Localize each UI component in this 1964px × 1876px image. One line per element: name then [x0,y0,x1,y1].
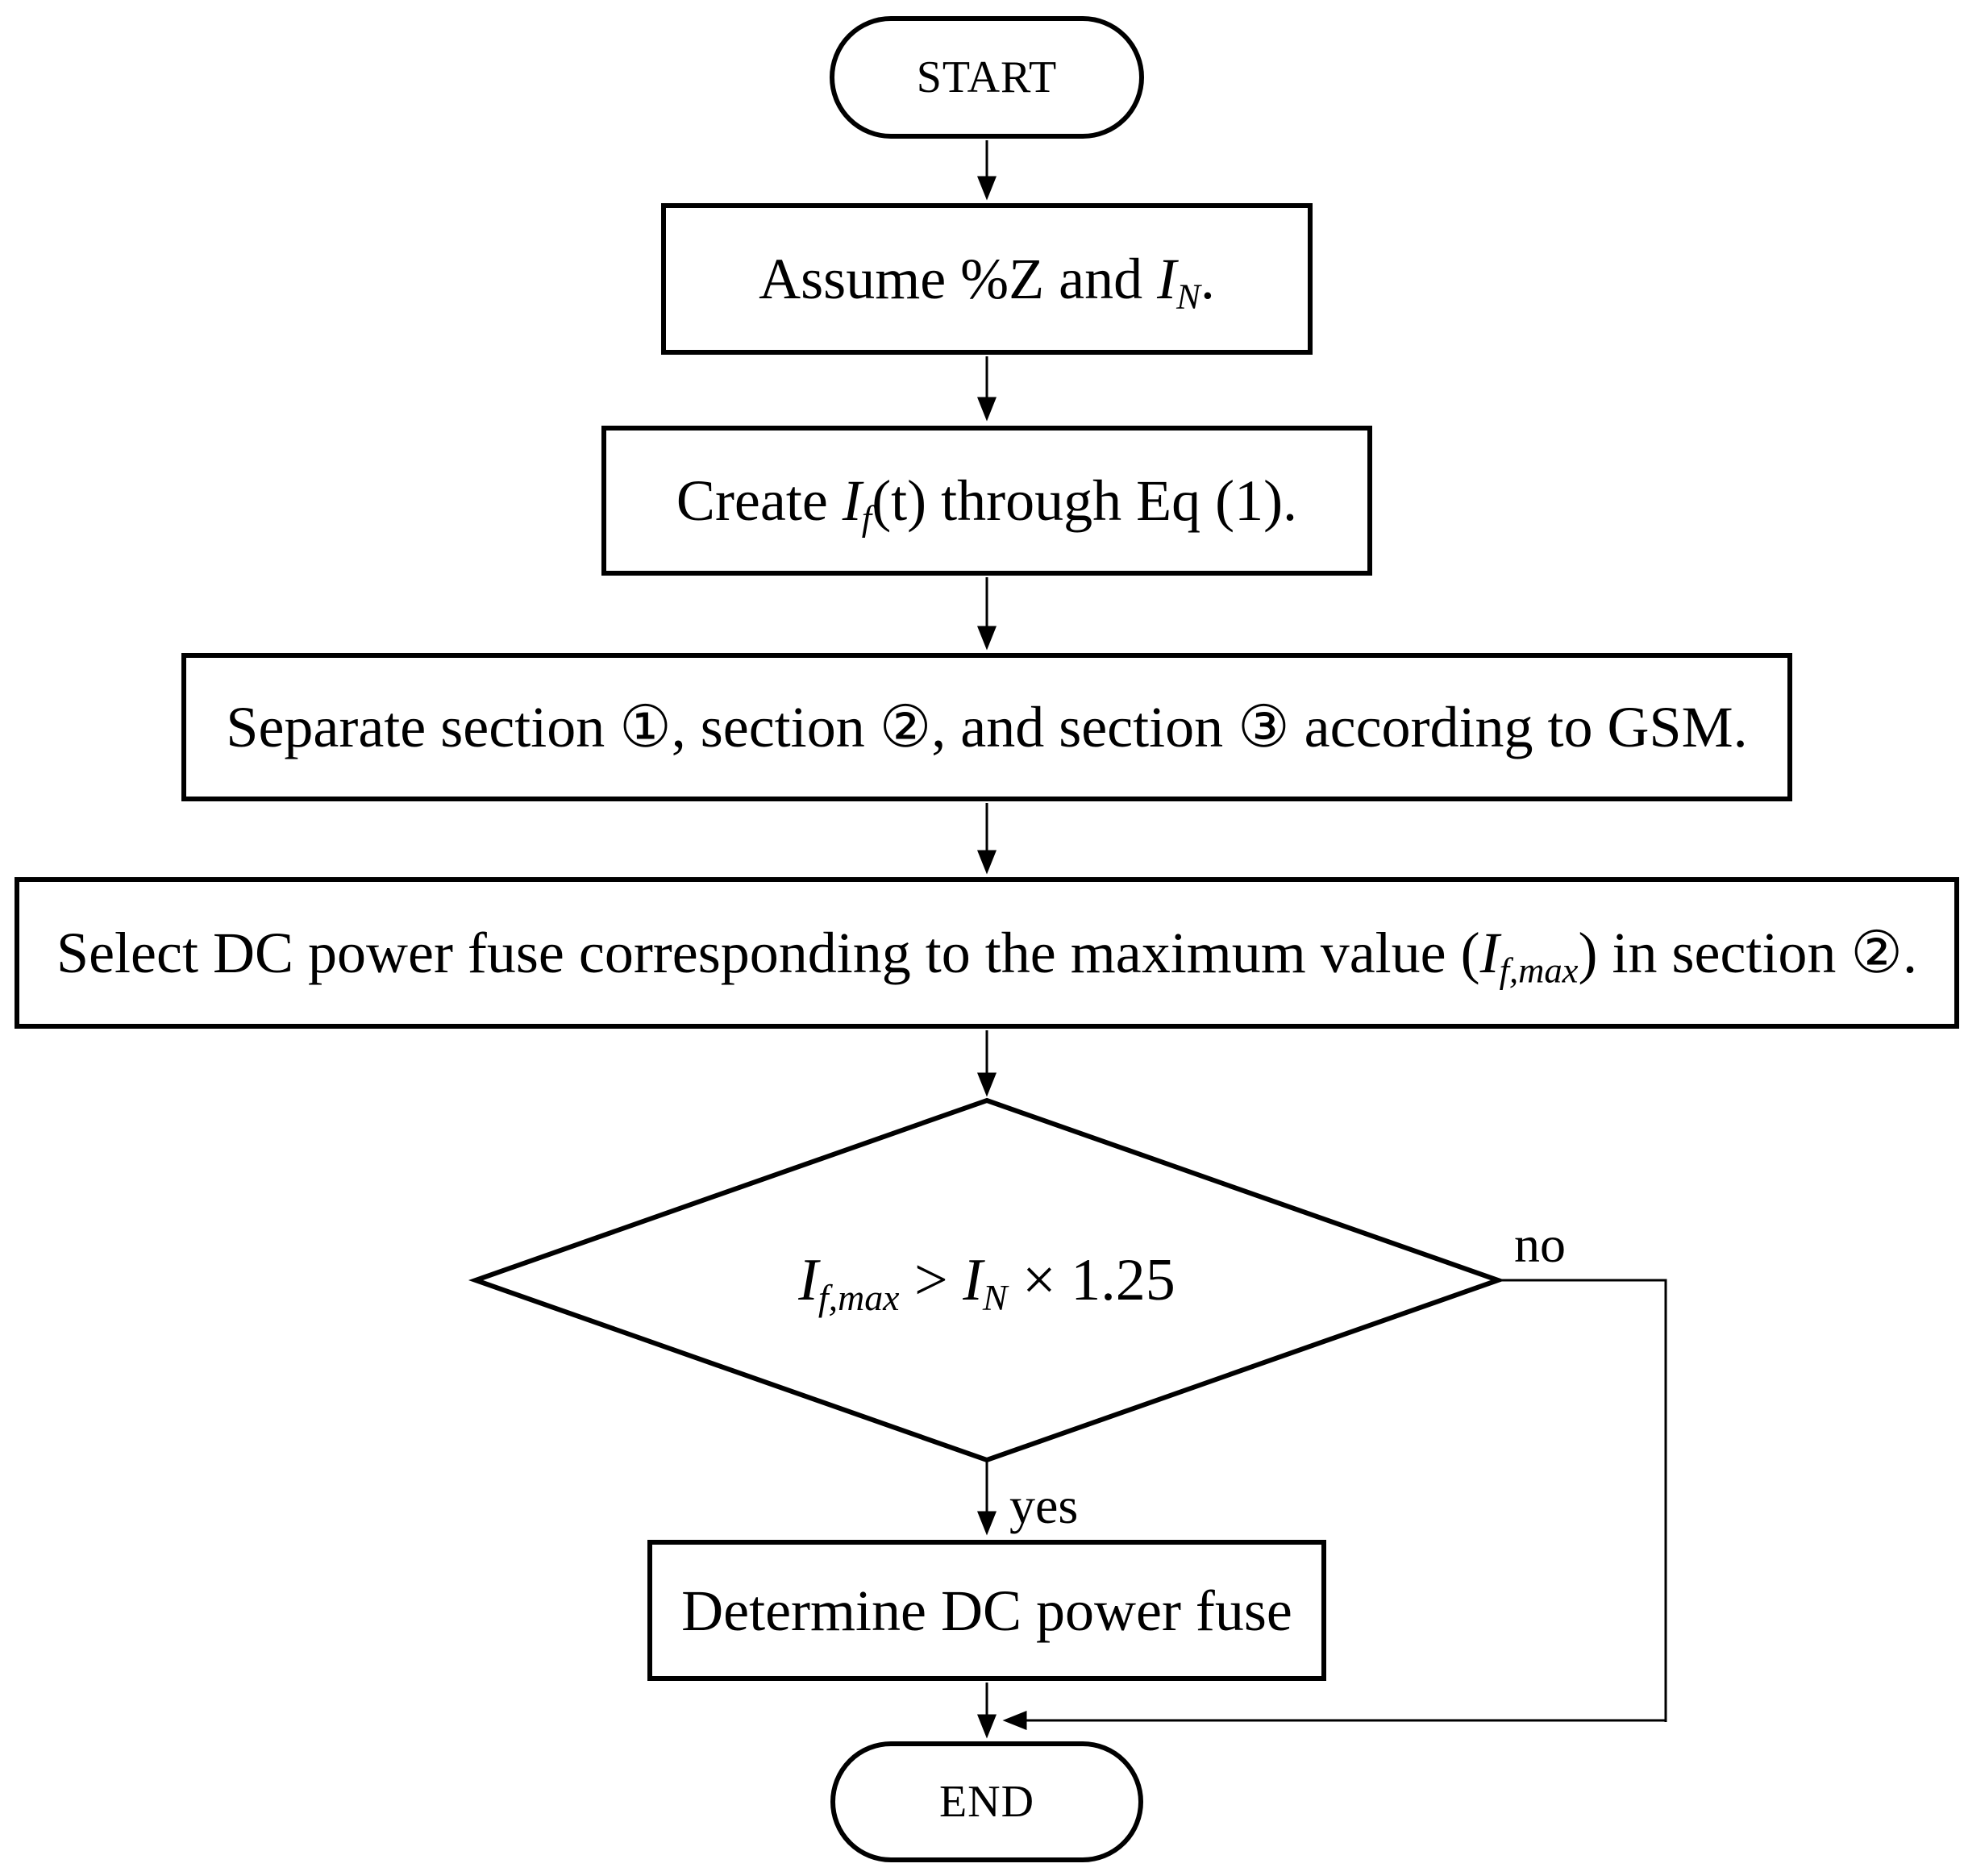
process-determine-node: Determine DC power fuse [647,1540,1326,1681]
decision-node-label: If,max > IN × 1.25 [584,1183,1390,1377]
math-var: I [1157,247,1177,311]
end-label: END [938,1777,1035,1827]
text-run: Select DC power fuse corresponding to th… [56,921,1480,985]
process-assume-node: Assume %Z and IN. [661,203,1313,355]
process-select-node: Select DC power fuse corresponding to th… [15,877,1959,1029]
start-node: START [830,16,1144,139]
math-var: I [963,1247,983,1313]
decision-diamond-shape [468,1097,1506,1463]
text-run: (t) through Eq (1). [872,468,1298,533]
process-separate-label: Separate section ①, section ②, and secti… [226,695,1748,759]
process-determine-label: Determine DC power fuse [681,1578,1292,1643]
process-select-label: Select DC power fuse corresponding to th… [56,921,1917,988]
math-subscript: N [982,1276,1008,1318]
start-label: START [916,52,1058,102]
math-var: I [1479,921,1500,985]
text-run: Create [676,468,843,533]
process-separate-node: Separate section ①, section ②, and secti… [181,653,1792,801]
edge-label-yes: yes [1009,1477,1079,1534]
process-create-node: Create If(t) through Eq (1). [601,426,1372,576]
text-run: Assume %Z and [759,247,1158,311]
edge-label-no: no [1514,1216,1566,1273]
math-subscript: N [1176,276,1200,317]
math-subscript: f [861,497,872,539]
process-assume-label: Assume %Z and IN. [759,247,1215,314]
decision-expression: If,max > IN × 1.25 [798,1247,1175,1316]
text-run: . [1200,247,1215,311]
end-node: END [830,1741,1143,1862]
math-subscript: f,max [1499,950,1579,991]
edge-decision-no-branch [1006,1279,1667,1722]
math-var: I [842,468,862,533]
text-run: > [899,1247,963,1313]
text-run: ) in section ②. [1578,921,1917,985]
process-create-label: Create If(t) through Eq (1). [676,472,1297,536]
math-subscript: f,max [818,1276,900,1318]
text-run: × 1.25 [1007,1247,1175,1313]
math-var: I [798,1247,818,1313]
